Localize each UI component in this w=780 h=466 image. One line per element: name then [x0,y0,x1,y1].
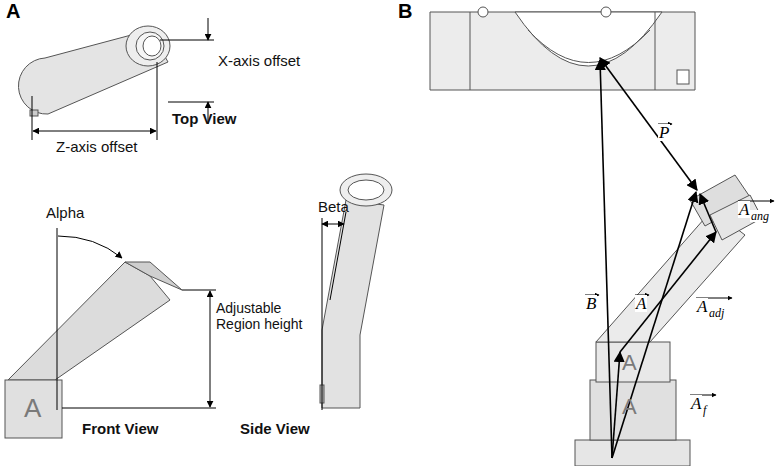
cradle-block [430,12,695,90]
vector-symbol: P [658,124,670,141]
angle-label: Alpha [46,204,84,221]
dimension-label: X-axis offset [218,52,300,69]
angle-arc [58,236,122,258]
vector-symbol: A [635,295,647,312]
vector-af [612,352,620,458]
dimension-line [210,291,211,407]
vector-subscript: f [702,404,707,416]
panel-letter: B [398,0,412,23]
dimension-line [33,131,156,132]
panel-letter: A [6,0,20,23]
vector-aang [700,194,716,232]
reference-line [322,218,323,410]
view-title: Side View [240,420,310,437]
view-title: Top View [172,110,236,127]
cradle-edge [470,12,471,90]
view-title: Front View [82,420,158,437]
column-upper [596,342,670,382]
vector-subscript: adj [708,307,725,319]
cradle-slot [677,70,689,84]
vector-subscript: ang [750,210,770,222]
dimension-label: Z-axis offset [56,138,137,155]
extension-line [168,102,214,103]
side-view-part [322,200,384,408]
engraved-letter: A [24,394,41,424]
engraved-letter: A [622,394,637,419]
cradle-rim [528,30,650,63]
front-view-arm [8,262,170,380]
cradle-edge [655,12,656,90]
top-view-bore [126,26,170,66]
extension-line [182,290,216,291]
front-view-head [125,262,182,290]
reference-line [57,228,58,410]
cradle-notch [601,7,611,17]
cradle-notch [478,7,488,17]
extension-line [62,408,216,409]
vector-a [612,192,696,458]
dimension-label: Adjustable Region height [216,300,314,332]
dimension-arrow [208,18,209,40]
reference-line [330,212,346,300]
vector-symbol: A [690,395,702,412]
vector-aadj [620,232,716,352]
top-view-bore-inner [136,32,164,60]
vector-symbol: A [738,201,750,218]
extension-line [157,62,158,140]
vector-symbol: A [696,298,708,315]
cradle-cutout [515,12,662,66]
front-view-block [5,380,62,438]
top-view-tab [30,110,38,116]
top-view-bore-hole [143,36,161,56]
vector-b [600,60,612,458]
vector-symbol: B [585,295,597,312]
angle-label: Beta [318,198,349,215]
vector-p [600,58,697,190]
side-view-bore-inner [348,180,384,200]
engraved-letter: A [622,350,637,375]
extension-line [160,40,214,41]
base-plate [575,440,690,466]
angle-dimension [322,224,344,225]
extension-line [32,96,33,140]
top-view-part [18,30,168,114]
